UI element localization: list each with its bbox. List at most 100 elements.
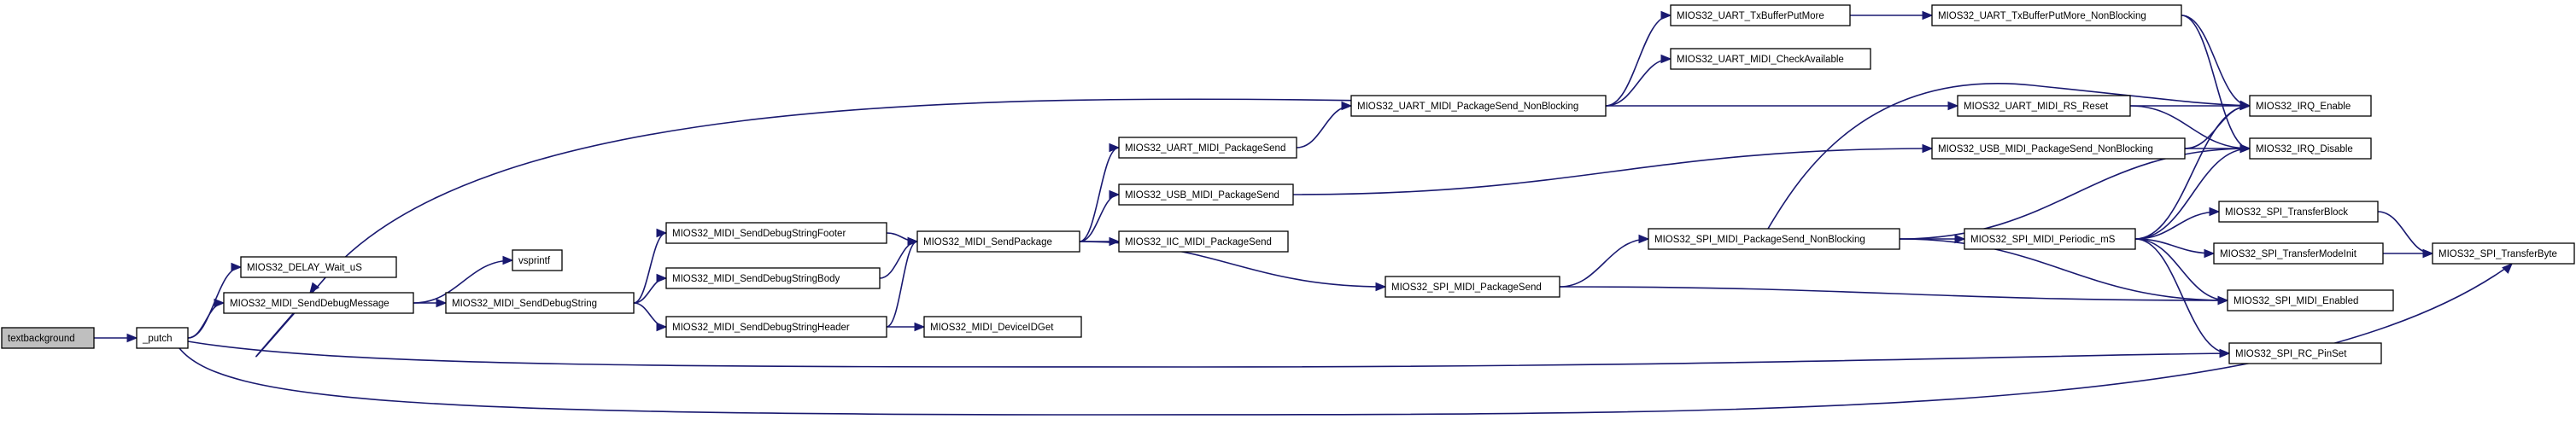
node-txbufputmore[interactable]: MIOS32_UART_TxBufferPutMore [1670, 4, 1851, 26]
arrowhead-icon [436, 298, 448, 308]
arrowhead-icon [231, 262, 243, 272]
arrowhead-icon [126, 333, 138, 343]
edge-line [1767, 83, 2251, 230]
node-header[interactable]: MIOS32_MIDI_SendDebugStringHeader [665, 316, 887, 338]
arrowhead-icon [1109, 189, 1121, 200]
edge-line [187, 302, 225, 339]
edge-periodic-to-irq_enable [2134, 101, 2251, 240]
node-vsprintf[interactable]: vsprintf [512, 249, 563, 271]
edge-line [1079, 147, 1120, 242]
edge-txbufputmore_nb-to-irq_enable [2181, 15, 2251, 111]
edge-uart_psnb-to-txbufputmore [1605, 10, 1672, 107]
arrowhead-icon [2239, 101, 2251, 111]
edge-line [413, 259, 513, 304]
node-irq_enable[interactable]: MIOS32_IRQ_Enable [2249, 95, 2372, 117]
edge-senddebugmessage-to-vsprintf [413, 255, 514, 304]
function-nodes: textbackground _putch MIOS32_DELAY_Wait_uS… [1, 4, 2575, 364]
node-spi_psnb[interactable]: MIOS32_SPI_MIDI_PackageSend_NonBlocking [1648, 228, 1900, 250]
node-box [665, 222, 887, 244]
node-box [2218, 201, 2379, 223]
node-spi_enabled[interactable]: MIOS32_SPI_MIDI_Enabled [2227, 289, 2394, 311]
arrowhead-icon [1922, 143, 1934, 154]
arrowhead-icon [914, 322, 926, 332]
node-box [1670, 4, 1851, 26]
edge-line [2134, 105, 2251, 240]
edge-line [1296, 105, 1352, 148]
node-label: MIOS32_SPI_TransferByte [2438, 249, 2557, 259]
arrowhead-icon [309, 282, 320, 294]
arrowhead-icon [1660, 54, 1672, 64]
edge-rsreset-to-irq_enable [2130, 101, 2251, 111]
edge-senddebugstring-to-header [633, 302, 668, 332]
call-edges [93, 10, 2513, 416]
node-label: MIOS32_IRQ_Enable [2256, 102, 2351, 112]
arrowhead-icon [1375, 282, 1387, 292]
node-usb_ps[interactable]: MIOS32_USB_MIDI_PackageSend [1118, 183, 1294, 206]
edge-line [1899, 238, 2228, 301]
node-footer[interactable]: MIOS32_MIDI_SendDebugStringFooter [665, 222, 887, 244]
node-usb_psnb[interactable]: MIOS32_USB_MIDI_PackageSend_NonBlocking [1931, 137, 2186, 160]
node-senddebugmessage[interactable]: MIOS32_MIDI_SendDebugMessage [223, 292, 414, 314]
node-box [2249, 95, 2372, 117]
node-label: MIOS32_IIC_MIDI_PackageSend [1125, 237, 1272, 247]
node-box [1648, 228, 1900, 250]
edge-line [2134, 238, 2228, 301]
node-spi_ps[interactable]: MIOS32_SPI_MIDI_PackageSend [1385, 276, 1560, 298]
node-rsreset[interactable]: MIOS32_UART_MIDI_RS_Reset [1957, 95, 2131, 117]
node-label: MIOS32_SPI_MIDI_PackageSend_NonBlocking [1654, 235, 1865, 245]
node-irq_disable[interactable]: MIOS32_IRQ_Disable [2249, 137, 2372, 160]
arrowhead-icon [1922, 10, 1934, 20]
node-uart_ps[interactable]: MIOS32_UART_MIDI_PackageSend [1118, 137, 1297, 159]
edge-line [2134, 211, 2220, 240]
arrowhead-icon [2219, 348, 2231, 358]
node-box [665, 267, 881, 289]
node-transferbyte[interactable]: MIOS32_SPI_TransferByte [2432, 242, 2575, 265]
node-box [223, 292, 414, 314]
arrowhead-icon [1109, 236, 1121, 247]
node-sendpackage[interactable]: MIOS32_MIDI_SendPackage [916, 230, 1080, 253]
node-transferblock[interactable]: MIOS32_SPI_TransferBlock [2218, 201, 2379, 223]
node-periodic[interactable]: MIOS32_SPI_MIDI_Periodic_mS [1964, 228, 2136, 250]
node-label: MIOS32_MIDI_SendDebugString [452, 299, 597, 309]
node-checkavail[interactable]: MIOS32_UART_MIDI_CheckAvailable [1670, 48, 1871, 70]
node-uart_psnb[interactable]: MIOS32_UART_MIDI_PackageSend_NonBlocking [1350, 95, 1607, 117]
edge-line [2134, 148, 2251, 240]
edge-uart_psnb-to-senddebugmessage [255, 98, 1369, 358]
node-iic_ps[interactable]: MIOS32_IIC_MIDI_PackageSend [1118, 230, 1289, 253]
edge-line [1079, 194, 1120, 242]
node-deviceid[interactable]: MIOS32_MIDI_DeviceIDGet [923, 316, 1082, 338]
node-transfermodeinit[interactable]: MIOS32_SPI_TransferModeInit [2213, 242, 2384, 265]
edge-line [187, 341, 2230, 368]
arrowhead-icon [656, 322, 668, 332]
node-box [1118, 230, 1289, 253]
edge-line [633, 232, 667, 304]
edge-periodic-to-spi_enabled [2134, 238, 2229, 306]
edge-uart_psnb-to-rsreset [1606, 101, 1959, 111]
node-label: MIOS32_SPI_MIDI_PackageSend [1391, 282, 1542, 293]
node-delay[interactable]: MIOS32_DELAY_Wait_uS [240, 256, 397, 278]
node-label: MIOS32_MIDI_SendDebugStringHeader [672, 323, 850, 333]
node-txbufputmore_nb[interactable]: MIOS32_UART_TxBufferPutMore_NonBlocking [1931, 4, 2182, 26]
node-rc_pinset[interactable]: MIOS32_SPI_RC_PinSet [2228, 342, 2382, 364]
edge-periodic-to-irq_disable [2134, 143, 2251, 240]
node-putch[interactable]: _putch [136, 327, 189, 349]
arrowhead-icon [656, 273, 668, 283]
node-textbackground[interactable]: textbackground [1, 327, 95, 349]
edge-line [255, 98, 1369, 358]
arrowhead-icon [1109, 143, 1121, 153]
node-senddebugstring[interactable]: MIOS32_MIDI_SendDebugString [445, 292, 635, 314]
edge-line [2377, 211, 2433, 254]
node-label: MIOS32_MIDI_SendDebugStringFooter [672, 229, 846, 239]
node-box [665, 316, 887, 338]
node-box [1957, 95, 2131, 117]
node-box [512, 249, 563, 271]
node-label: MIOS32_USB_MIDI_PackageSend [1125, 190, 1279, 201]
edge-line [1605, 58, 1671, 107]
node-label: MIOS32_UART_TxBufferPutMore [1677, 11, 1824, 21]
arrowhead-icon [2422, 248, 2434, 259]
node-label: MIOS32_MIDI_SendDebugStringBody [672, 274, 840, 284]
node-body[interactable]: MIOS32_MIDI_SendDebugStringBody [665, 267, 881, 289]
edge-header-to-sendpackage [886, 236, 919, 328]
node-label: MIOS32_DELAY_Wait_uS [247, 263, 362, 273]
